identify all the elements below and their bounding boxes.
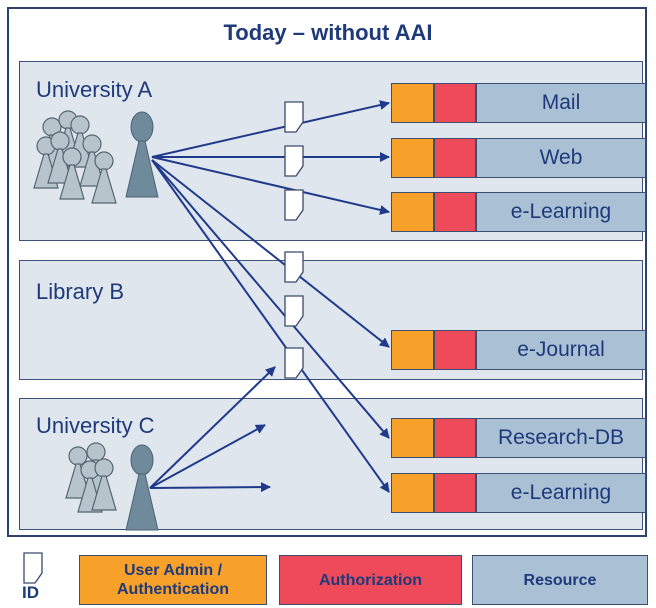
resource-name: Mail bbox=[476, 83, 646, 123]
authorization-cell bbox=[434, 83, 476, 123]
legend-user-admin-line2: Authentication bbox=[117, 581, 229, 598]
resource-name: e-Journal bbox=[476, 330, 646, 370]
arrows-university-c bbox=[149, 366, 276, 493]
resource-e-journal[interactable]: e-Journal bbox=[391, 330, 646, 370]
authorization-cell bbox=[434, 330, 476, 370]
resource-research-db[interactable]: Research-DB bbox=[391, 418, 646, 458]
legend-resource: Resource bbox=[472, 555, 648, 605]
legend-id-icon bbox=[23, 552, 43, 584]
legend-authorization: Authorization bbox=[279, 555, 462, 605]
org-label-university-c: University C bbox=[36, 413, 155, 438]
user-admin-cell bbox=[391, 138, 434, 178]
legend-id-label: ID bbox=[22, 583, 39, 602]
diagram-title: Today – without AAI bbox=[223, 20, 433, 45]
id-document-icons bbox=[284, 101, 304, 379]
resource-name: Web bbox=[476, 138, 646, 178]
user-admin-cell bbox=[391, 418, 434, 458]
resource-name: e-Learning bbox=[476, 473, 646, 513]
org-label-university-a: University A bbox=[36, 77, 153, 102]
resource-mail[interactable]: Mail bbox=[391, 83, 646, 123]
arrows-university-a bbox=[151, 100, 390, 493]
resource-web[interactable]: Web bbox=[391, 138, 646, 178]
user-group-icon-a bbox=[33, 110, 117, 204]
user-admin-cell bbox=[391, 83, 434, 123]
user-admin-cell bbox=[391, 473, 434, 513]
authorization-cell bbox=[434, 192, 476, 232]
org-label-library-b: Library B bbox=[36, 279, 125, 304]
legend-user-admin-line1: User Admin / bbox=[123, 562, 223, 579]
authorization-cell bbox=[434, 418, 476, 458]
person-icon-a bbox=[125, 111, 159, 198]
resource-name: e-Learning bbox=[476, 192, 646, 232]
authorization-cell bbox=[434, 138, 476, 178]
legend-resource-label: Resource bbox=[523, 571, 597, 589]
user-admin-cell bbox=[391, 330, 434, 370]
resource-name: Research-DB bbox=[476, 418, 646, 458]
legend-user-admin: User Admin / Authentication bbox=[79, 555, 267, 605]
resource-e-learning-c[interactable]: e-Learning bbox=[391, 473, 646, 513]
resource-e-learning-a[interactable]: e-Learning bbox=[391, 192, 646, 232]
user-group-icon-c bbox=[65, 442, 117, 513]
user-admin-cell bbox=[391, 192, 434, 232]
authorization-cell bbox=[434, 473, 476, 513]
legend-authorization-label: Authorization bbox=[318, 571, 423, 589]
